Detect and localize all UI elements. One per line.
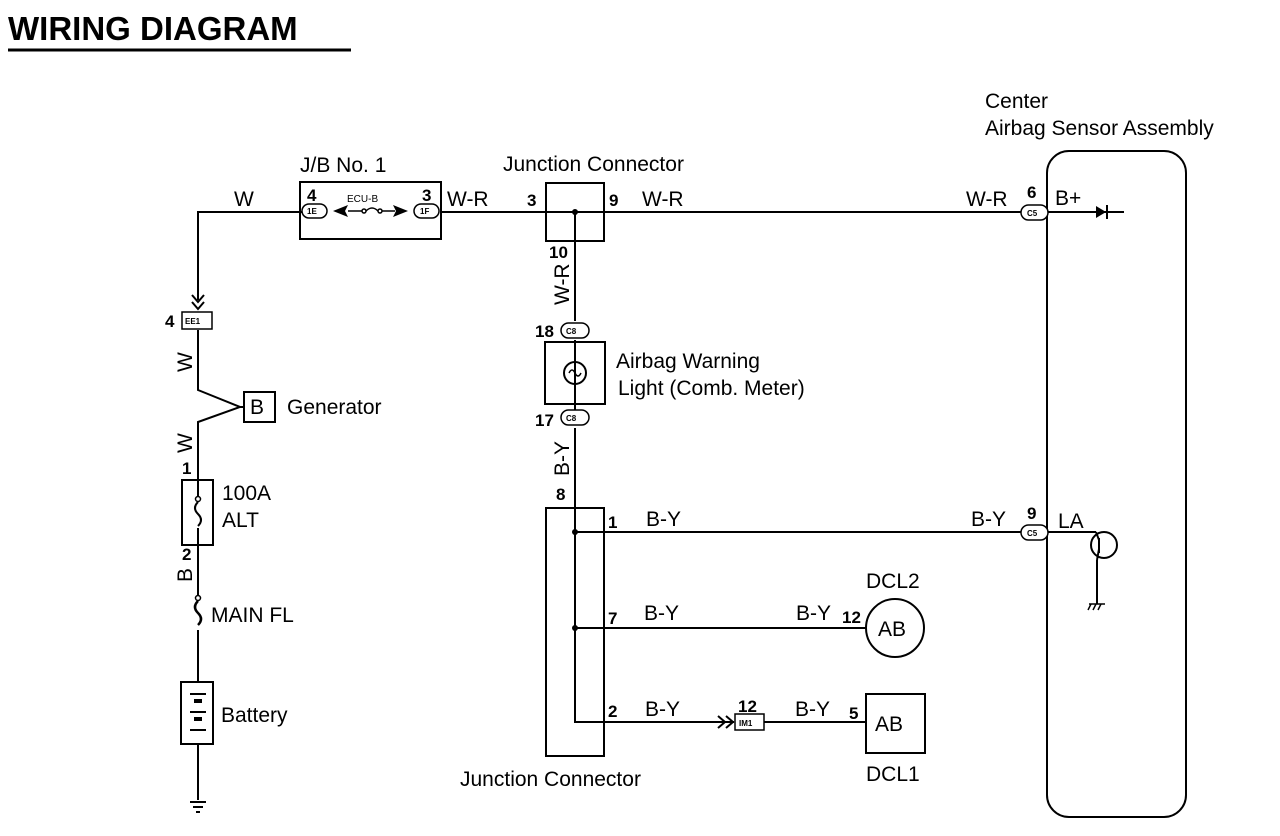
im1-pin: 12 bbox=[738, 697, 757, 716]
wire-label-w-vertical: W bbox=[174, 352, 197, 372]
ee1-pin: 4 bbox=[165, 312, 175, 331]
ground-icon bbox=[1087, 603, 1105, 611]
warning-light-conn: C8 bbox=[566, 414, 577, 423]
splice-dot bbox=[572, 209, 578, 215]
alt-fuse-line2: ALT bbox=[222, 509, 259, 532]
warning-light-pin-bottom: 17 bbox=[535, 411, 554, 430]
chevron-left-icon bbox=[333, 205, 348, 217]
splice-dot bbox=[572, 625, 578, 631]
junction-block-1: J/B No. 1 4 3 ECU-B 1E 1F bbox=[299, 154, 442, 240]
sensor-pin-bplus: 6 bbox=[1027, 183, 1036, 202]
sensor-line2: Airbag Sensor Assembly bbox=[985, 117, 1214, 140]
main-fl-name: MAIN FL bbox=[211, 604, 294, 627]
dcl1-label: AB bbox=[875, 713, 903, 736]
fuse-link-icon bbox=[194, 501, 202, 527]
jb-pin-in: 4 bbox=[307, 186, 317, 205]
connector-c5 bbox=[1020, 524, 1049, 541]
wire-label-wr-vertical: W-R bbox=[551, 263, 574, 305]
wire-label-by: B-Y bbox=[796, 602, 831, 625]
generator: B Generator bbox=[243, 391, 382, 423]
chevron-right-icon bbox=[393, 205, 408, 217]
dcl2-name: DCL2 bbox=[866, 570, 920, 593]
battery-icon bbox=[190, 693, 206, 731]
ee1-conn: EE1 bbox=[185, 317, 201, 326]
airbag-sensor-assembly: Center Airbag Sensor Assembly 6 C5 B+ 9 … bbox=[985, 90, 1214, 818]
wire-label-by: B-Y bbox=[645, 698, 680, 721]
generator-name: Generator bbox=[287, 396, 382, 419]
dcl1-connector: 5 AB DCL1 bbox=[849, 693, 926, 786]
warning-light-conn: C8 bbox=[566, 327, 577, 336]
connector-1f bbox=[413, 203, 440, 219]
wire-label-by: B-Y bbox=[971, 508, 1006, 531]
jc-top-pin-right: 9 bbox=[609, 191, 618, 210]
jc-top-pin-left: 3 bbox=[527, 191, 536, 210]
dcl1-name: DCL1 bbox=[866, 763, 920, 786]
fusible-link-icon bbox=[193, 600, 203, 626]
connector-c8 bbox=[560, 409, 590, 426]
warning-light-line2: Light (Comb. Meter) bbox=[618, 377, 805, 400]
battery-name: Battery bbox=[221, 704, 288, 727]
diode-icon bbox=[1096, 206, 1106, 218]
jb-fuse-label: ECU-B bbox=[347, 194, 378, 205]
sensor-conn: C5 bbox=[1027, 209, 1038, 218]
dcl2-label: AB bbox=[878, 618, 906, 641]
connector-c5 bbox=[1020, 204, 1049, 221]
connector-1e bbox=[301, 203, 328, 219]
connector-ee1: 4 EE1 bbox=[165, 311, 213, 331]
wire-label-wr: W-R bbox=[966, 188, 1008, 211]
dcl2-connector: DCL2 12 AB bbox=[842, 570, 925, 658]
bulb-icon bbox=[563, 361, 587, 385]
wire-label-w: W bbox=[234, 188, 254, 211]
sensor-term-bplus: B+ bbox=[1055, 187, 1081, 210]
junction-connector-bottom: 8 1 7 2 Junction Connector bbox=[460, 485, 641, 791]
dcl1-pin: 5 bbox=[849, 704, 858, 723]
wire-label-b-vertical: B bbox=[174, 568, 197, 582]
sensor-term-la: LA bbox=[1058, 510, 1084, 533]
im1-conn: IM1 bbox=[739, 719, 753, 728]
dcl2-pin: 12 bbox=[842, 608, 861, 627]
jb-conn-out: 1F bbox=[420, 207, 429, 216]
alt-fuse: 1 2 100A ALT bbox=[181, 459, 271, 564]
fuse-icon bbox=[348, 207, 395, 214]
wire-label-by: B-Y bbox=[646, 508, 681, 531]
ground-icon bbox=[190, 801, 206, 813]
bulb-filament-icon bbox=[568, 369, 582, 377]
sensor-conn: C5 bbox=[1027, 529, 1038, 538]
battery: Battery bbox=[180, 681, 288, 745]
wire-label-wr: W-R bbox=[642, 188, 684, 211]
warning-light-line1: Airbag Warning bbox=[616, 350, 760, 373]
jc-bottom-pin-top: 8 bbox=[556, 485, 565, 504]
jb-name: J/B No. 1 bbox=[300, 154, 386, 177]
jb-pin-out: 3 bbox=[422, 186, 431, 205]
wire-label-by-vertical: B-Y bbox=[551, 441, 574, 476]
airbag-warning-light: 18 C8 17 C8 Airbag Warning Light (Comb. … bbox=[535, 322, 805, 430]
jb-conn-in: 1E bbox=[307, 207, 317, 216]
connector-c8 bbox=[560, 322, 590, 339]
alt-fuse-pin-top: 1 bbox=[182, 459, 191, 478]
page-title: WIRING DIAGRAM bbox=[8, 10, 298, 47]
wire-label-by: B-Y bbox=[795, 698, 830, 721]
jc-bottom-pin-1: 1 bbox=[608, 513, 617, 532]
jc-top-pin-bottom: 10 bbox=[549, 243, 568, 262]
jc-bottom-name: Junction Connector bbox=[460, 768, 641, 791]
generator-terminal: B bbox=[250, 396, 264, 419]
connector-im1: 12 IM1 bbox=[734, 697, 765, 731]
sensor-pin-la: 9 bbox=[1027, 504, 1036, 523]
main-fusible-link: MAIN FL bbox=[193, 594, 294, 627]
warning-light-pin-top: 18 bbox=[535, 322, 554, 341]
jc-top-name: Junction Connector bbox=[503, 153, 684, 176]
wire-label-by: B-Y bbox=[644, 602, 679, 625]
alt-fuse-line1: 100A bbox=[222, 482, 271, 505]
transistor-icon bbox=[1090, 531, 1118, 604]
jc-bottom-pin-7: 7 bbox=[608, 609, 617, 628]
sensor-line1: Center bbox=[985, 90, 1048, 113]
wire-label-w-vertical: W bbox=[174, 433, 197, 453]
splice-dot bbox=[572, 529, 578, 535]
junction-connector-top: Junction Connector 3 9 10 bbox=[503, 153, 684, 262]
alt-fuse-pin-bottom: 2 bbox=[182, 545, 191, 564]
wire-label-wr: W-R bbox=[447, 188, 489, 211]
jc-bottom-pin-2: 2 bbox=[608, 702, 617, 721]
